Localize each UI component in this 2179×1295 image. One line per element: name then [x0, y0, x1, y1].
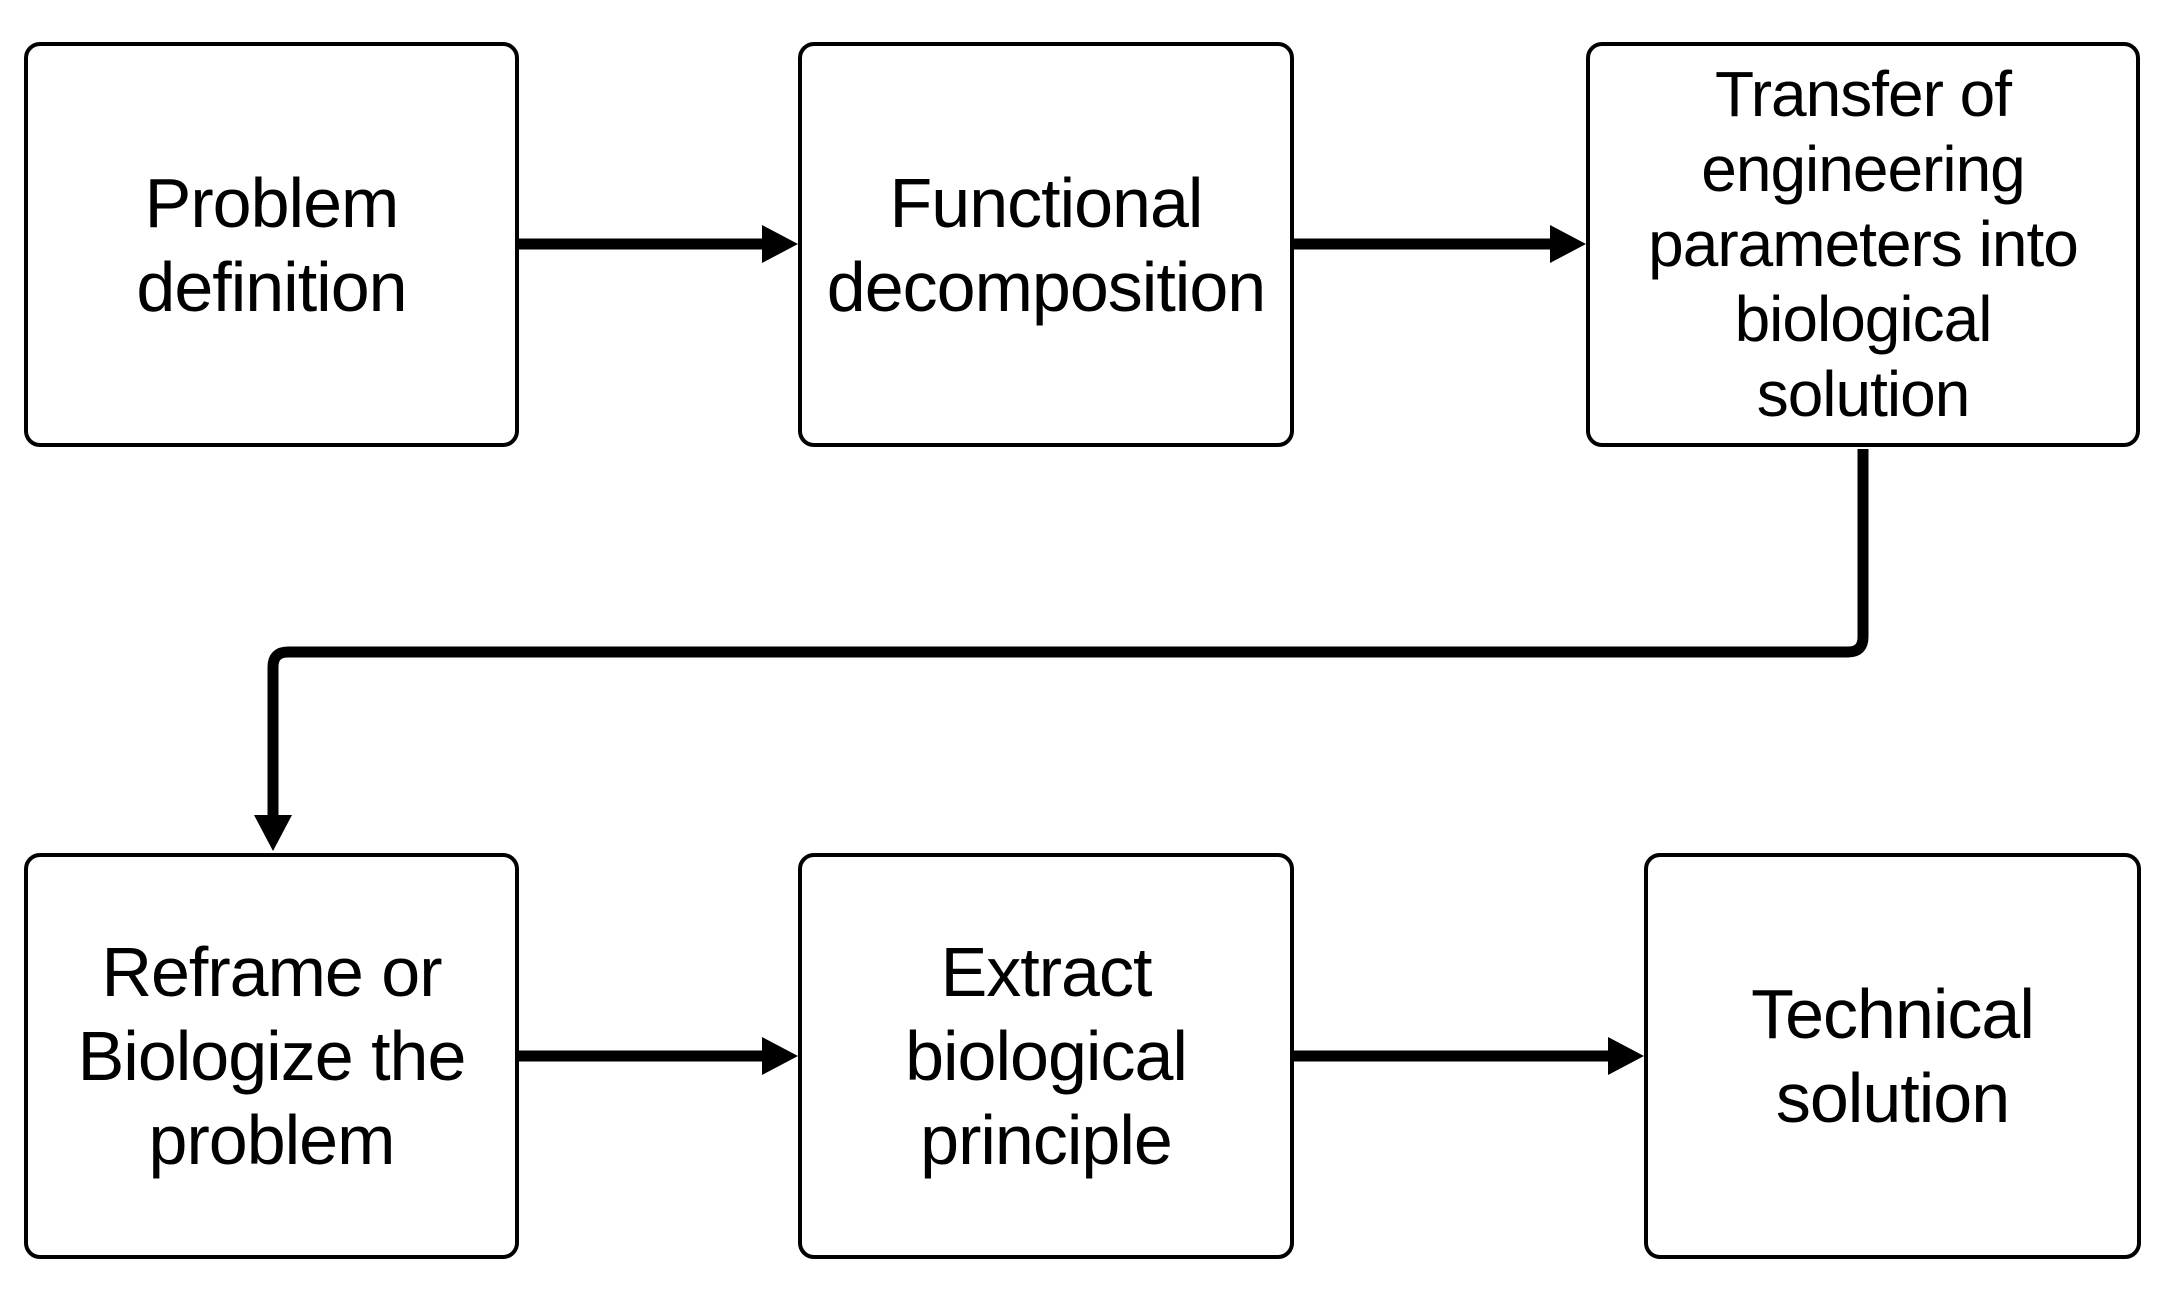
flowchart-box-extract-principle: Extract biological principle [798, 853, 1294, 1259]
flowchart-box-technical-solution: Technical solution [1644, 853, 2141, 1259]
flowchart-box-problem-definition: Problem definition [24, 42, 519, 447]
flowchart-box-reframe-biologize: Reframe or Biologize the problem [24, 853, 519, 1259]
flowchart-box-transfer-parameters: Transfer of engineering parameters into … [1586, 42, 2140, 447]
arrowhead-extract-to-technical [1608, 1037, 1644, 1075]
flowchart-box-label: Transfer of engineering parameters into … [1648, 58, 2079, 430]
flowchart-box-label: Functional decomposition [826, 163, 1266, 326]
flowchart-box-label: Problem definition [136, 163, 407, 326]
flowchart-box-label: Reframe or Biologize the problem [77, 933, 467, 1179]
arrowhead-functional-to-transfer [1550, 225, 1586, 263]
flowchart-box-functional-decomposition: Functional decomposition [798, 42, 1294, 447]
arrow-transfer-to-reframe-elbow [267, 449, 1869, 818]
arrowhead-reframe-to-extract [762, 1037, 798, 1075]
flowchart-box-label: Technical solution [1751, 975, 2035, 1137]
arrowhead-transfer-to-reframe [254, 815, 292, 851]
flowchart-box-label: Extract biological principle [905, 933, 1188, 1179]
arrowhead-problem-to-functional [762, 225, 798, 263]
